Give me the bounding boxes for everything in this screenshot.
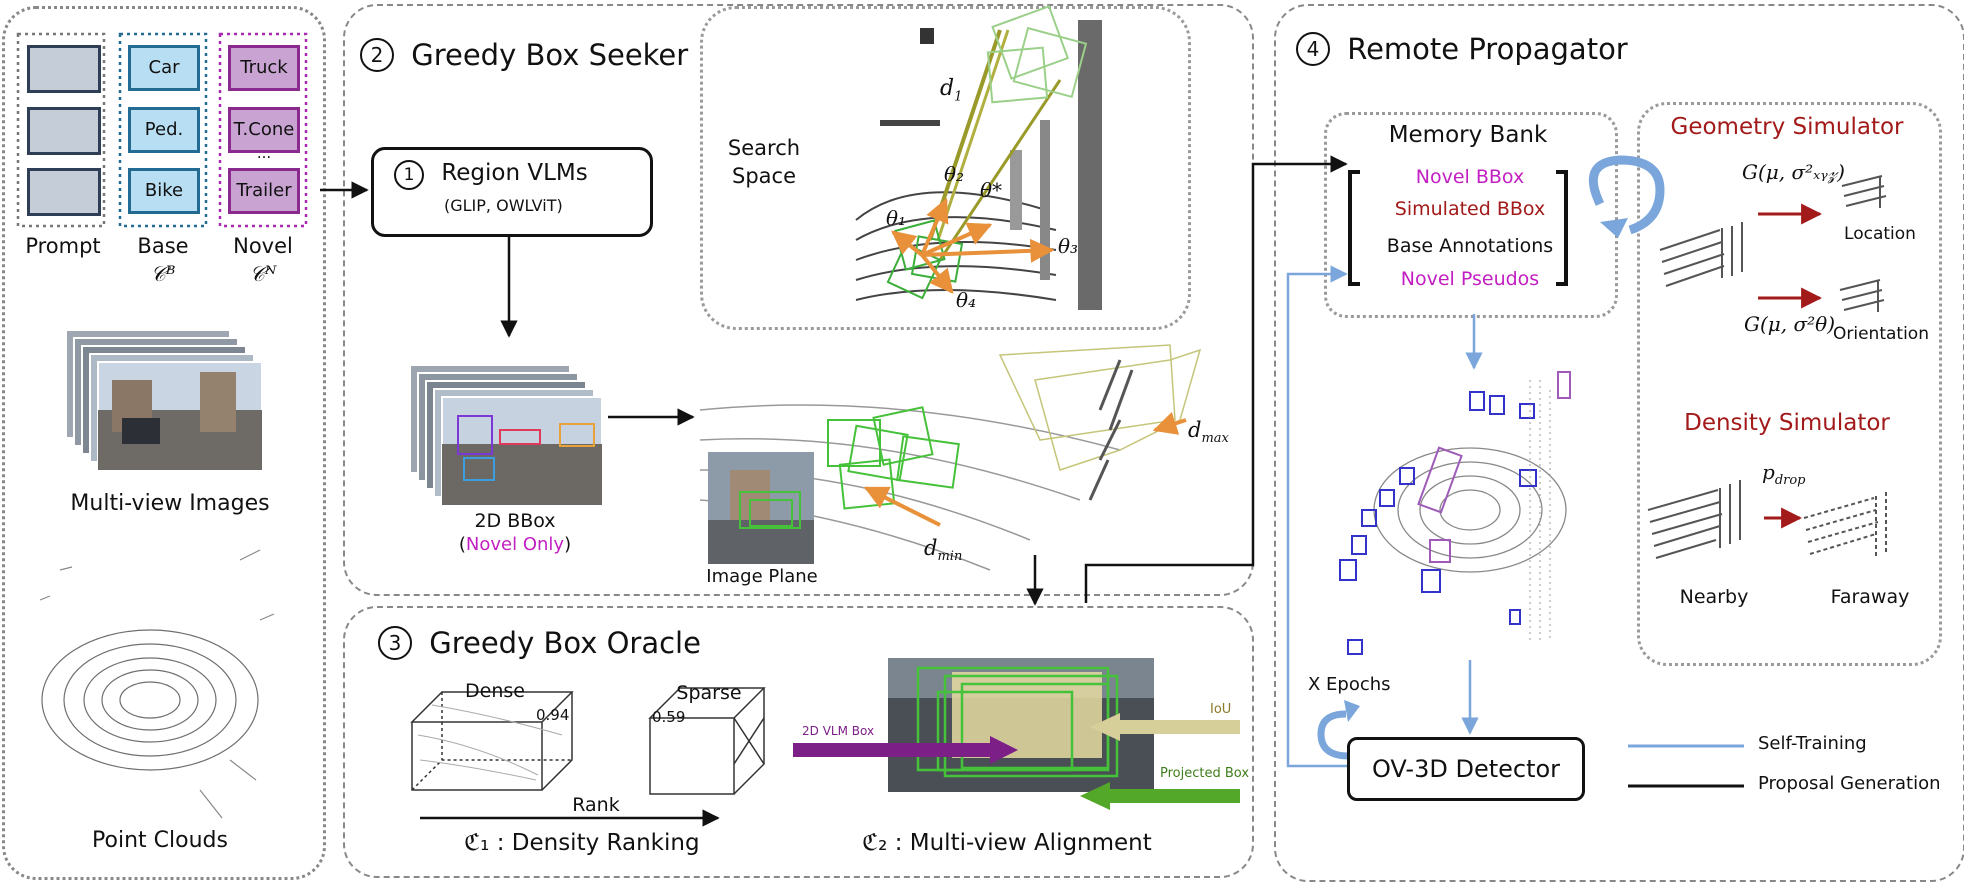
c1-density-ranking-label: ℭ₁ : Density Ranking	[464, 830, 700, 856]
image-plane-scene	[699, 344, 1202, 571]
novel-class-trailer: Trailer	[228, 168, 300, 214]
propagator-number-badge: 4	[1296, 32, 1330, 66]
prompt-slot-3	[27, 168, 101, 216]
novel-symbol: 𝒞ᴺ	[249, 262, 277, 286]
input-panel	[2, 6, 326, 880]
prompt-slot-2	[27, 107, 101, 155]
oracle-title: 3 Greedy Box Oracle	[378, 624, 701, 660]
geometry-formula-orientation: G(μ, σ²θ)	[1744, 312, 1836, 336]
prompt-label: Prompt	[25, 234, 101, 258]
ov-3d-detector-box: OV-3D Detector	[1347, 737, 1585, 801]
novel-label: Novel	[233, 234, 293, 258]
dense-box	[410, 691, 574, 791]
prompt-slot-1	[27, 45, 101, 93]
legend-proposal-generation-label: Proposal Generation	[1758, 773, 1941, 794]
orientation-label: Orientation	[1833, 324, 1929, 344]
bbox-label: 2D BBox	[474, 510, 556, 532]
multi-view-images-label: Multi-view Images	[70, 491, 270, 516]
region-vlms-box: 1 Region VLMs (GLIP, OWLViT)	[371, 147, 653, 237]
2d-bbox-image-stack	[409, 364, 603, 506]
search-space-graphic	[855, 5, 1102, 310]
propagator-title-text: Remote Propagator	[1347, 32, 1628, 66]
seeker-title: 2 Greedy Box Seeker	[360, 36, 688, 72]
point-cloud-left	[39, 549, 275, 819]
memory-item-novel-pseudos: Novel Pseudos	[1400, 268, 1540, 290]
c2-multi-view-alignment-label: ℭ₂ : Multi-view Alignment	[862, 830, 1152, 856]
multi-view-images-stack	[65, 329, 263, 471]
region-number-badge: 1	[394, 160, 424, 190]
image-plane-label: Image Plane	[706, 566, 818, 587]
bbox-note-text: Novel Only	[465, 534, 565, 555]
region-subtitle: (GLIP, OWLViT)	[444, 196, 563, 215]
seeker-number-badge: 2	[360, 38, 394, 72]
seeker-title-text: Greedy Box Seeker	[411, 38, 689, 72]
sparse-label: Sparse	[676, 682, 742, 704]
faraway-label: Faraway	[1830, 586, 1910, 608]
novel-group	[218, 32, 308, 228]
novel-class-tcone: T.Cone	[228, 107, 300, 153]
search-space-panel	[700, 6, 1191, 330]
bbox-note: (Novel Only)	[458, 534, 572, 555]
detection-scene	[1339, 371, 1571, 655]
nearby-label: Nearby	[1679, 586, 1749, 608]
x-epochs-label: X Epochs	[1308, 674, 1391, 695]
search-space-label-1: Search	[727, 136, 801, 160]
memory-bank-panel	[1324, 112, 1618, 318]
theta3-label: θ₃	[1058, 234, 1079, 258]
prompt-group	[16, 32, 106, 228]
memory-item-simulated-bbox: Simulated BBox	[1394, 198, 1546, 220]
theta-star-label: θ*	[980, 178, 1003, 202]
sparse-score: 0.59	[652, 708, 686, 726]
oracle-title-text: Greedy Box Oracle	[429, 626, 701, 660]
projected-box-label: Projected Box	[1160, 766, 1250, 781]
simulators-panel	[1637, 102, 1942, 666]
geometry-formula-location: G(μ, σ²ₓᵧ𝓏)	[1742, 160, 1845, 184]
oracle-number-badge: 3	[378, 626, 412, 660]
region-title: Region VLMs	[441, 160, 588, 186]
base-class-bike: Bike	[128, 168, 200, 214]
base-group	[118, 32, 208, 228]
point-clouds-label: Point Clouds	[92, 828, 228, 853]
memory-item-novel-bbox: Novel BBox	[1415, 166, 1525, 188]
rank-label: Rank	[572, 794, 620, 816]
base-label: Base	[137, 234, 189, 258]
density-point-clouds	[1647, 480, 1887, 559]
memory-bank-title: Memory Bank	[1388, 122, 1548, 148]
vlm-box-label: 2D VLM Box	[802, 724, 875, 738]
theta1-label: θ₁	[886, 206, 907, 230]
density-simulator-title: Density Simulator	[1684, 410, 1890, 436]
geometry-point-clouds	[1659, 175, 1887, 312]
search-space-label-2: Space	[732, 164, 796, 188]
iou-label: IoU	[1210, 702, 1232, 717]
sparse-box	[648, 687, 766, 795]
geometry-simulator-title: Geometry Simulator	[1670, 114, 1904, 140]
feedback-cycle-icon	[1588, 155, 1665, 235]
dmax-label: dmax	[1188, 418, 1229, 447]
dense-label: Dense	[465, 680, 525, 702]
dmin-label: dmin	[924, 536, 963, 565]
region-title-row: 1 Region VLMs	[394, 160, 588, 190]
novel-class-truck: Truck	[228, 45, 300, 91]
theta4-label: θ₄	[956, 288, 977, 312]
memory-item-base-annotations: Base Annotations	[1386, 235, 1554, 257]
base-class-car: Car	[128, 45, 200, 91]
legend-self-training-label: Self-Training	[1758, 733, 1867, 754]
propagator-title: 4 Remote Propagator	[1296, 30, 1628, 66]
theta2-label: θ₂	[944, 162, 965, 186]
base-class-ped: Ped.	[128, 107, 200, 153]
dense-score: 0.94	[536, 706, 570, 724]
d1-label: d1	[940, 76, 963, 105]
novel-class-ellipsis: ...	[256, 144, 272, 162]
base-symbol: 𝒞ᴮ	[150, 262, 176, 286]
location-label: Location	[1844, 224, 1916, 244]
greedy-box-oracle-panel	[343, 606, 1254, 878]
p-drop-label: pdrop	[1762, 460, 1806, 488]
